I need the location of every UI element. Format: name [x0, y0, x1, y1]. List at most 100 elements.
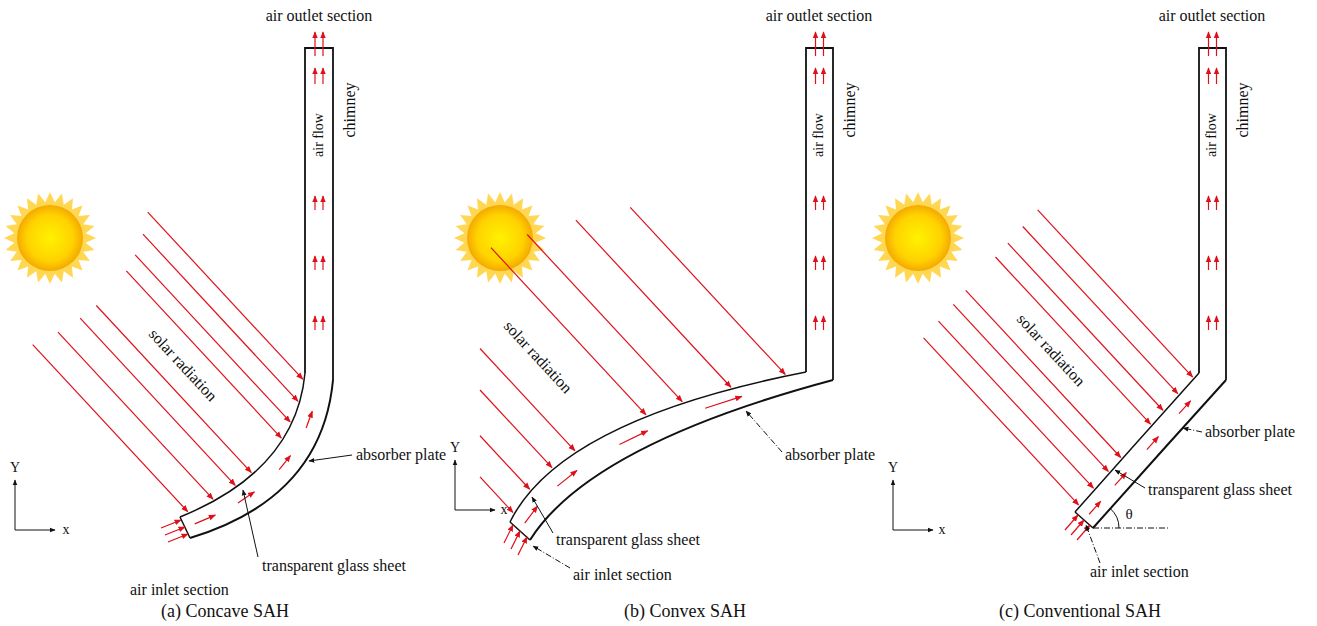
inlet-air-arrow — [165, 527, 185, 535]
solar-ray — [953, 304, 1108, 471]
air-flow-arrow — [1208, 196, 1209, 210]
air-flow-arrow — [823, 316, 824, 330]
air-flow-arrow — [1208, 68, 1209, 84]
air-flow-arrow — [1147, 437, 1159, 450]
sun — [885, 205, 951, 271]
inlet-air-arrow — [504, 525, 513, 543]
chimney-wall — [806, 48, 833, 380]
solar-ray — [480, 477, 513, 513]
solar-ray — [630, 207, 785, 374]
sun-rays-halo — [454, 192, 546, 284]
air-flow-arrow — [314, 316, 315, 330]
part-label: transparent glass sheet — [262, 557, 406, 575]
sun — [17, 205, 83, 271]
leader-line — [746, 411, 782, 452]
axis-y — [455, 460, 456, 510]
solar-ray — [480, 390, 552, 468]
inlet-label: air inlet section — [573, 566, 672, 584]
air-flow-arrow — [1216, 68, 1217, 84]
leader-line — [1086, 525, 1100, 563]
horizontal-reference — [1093, 528, 1168, 529]
glass-sheet — [510, 372, 806, 522]
air-flow-arrow — [322, 256, 323, 270]
axis-label: x — [939, 522, 946, 537]
inlet-air-arrow — [168, 534, 188, 542]
outlet-label: air outlet section — [766, 7, 873, 25]
leader-line — [243, 490, 258, 557]
leader-line — [1115, 470, 1145, 488]
flow-label: air flow — [311, 113, 326, 157]
solar-ray — [938, 321, 1093, 488]
air-flow-arrow — [1216, 316, 1217, 330]
solar-ray — [1023, 227, 1178, 394]
chimney-wall — [305, 48, 333, 380]
air-flow-arrow — [314, 256, 315, 270]
inlet-air-arrow — [518, 537, 527, 555]
air-flow-arrow — [705, 396, 742, 408]
air-flow-arrow — [557, 471, 577, 487]
chimney-label: chimney — [1234, 82, 1252, 137]
sah-panel — [454, 32, 833, 568]
air-flow-arrow — [322, 196, 323, 210]
part-label: absorber plate — [785, 446, 875, 464]
solar-ray — [995, 257, 1150, 424]
axis-label: Y — [888, 460, 898, 475]
air-flow-arrow — [322, 316, 323, 330]
solar-ray — [480, 436, 530, 490]
air-flow-arrow — [1216, 196, 1217, 210]
leader-line — [533, 546, 570, 568]
air-flow-arrow — [823, 68, 824, 84]
axis-label: Y — [450, 440, 460, 455]
sun-rays-halo — [4, 192, 96, 284]
solar-ray — [576, 220, 731, 387]
axis-label: x — [63, 522, 70, 537]
sun-rays-halo — [872, 192, 964, 284]
outlet-label: air outlet section — [1159, 7, 1266, 25]
air-flow-arrow — [619, 431, 647, 445]
axis-x — [455, 510, 495, 511]
air-flow-arrow — [195, 515, 216, 524]
air-flow-arrow — [1208, 256, 1209, 270]
air-flow-arrow — [815, 196, 816, 210]
flow-label: air flow — [811, 113, 826, 157]
solar-ray — [491, 248, 646, 415]
chimney-wall — [1199, 48, 1226, 380]
air-flow-arrow — [322, 68, 323, 84]
air-flow-arrow — [1208, 32, 1209, 56]
air-flow-arrow — [823, 196, 824, 210]
air-flow-arrow — [306, 411, 312, 428]
air-flow-arrow — [314, 196, 315, 210]
panel-caption: (c) Conventional SAH — [999, 602, 1161, 622]
part-label: absorber plate — [1205, 423, 1295, 441]
panel-caption: (b) Convex SAH — [624, 602, 746, 622]
air-flow-arrow — [1115, 473, 1127, 486]
air-flow-arrow — [238, 492, 254, 503]
air-flow-arrow — [279, 456, 290, 470]
inlet-air-arrow — [161, 520, 181, 528]
part-label: transparent glass sheet — [1148, 481, 1292, 499]
air-flow-arrow — [314, 68, 315, 84]
solar-ray — [80, 318, 235, 485]
air-flow-arrow — [823, 32, 824, 56]
leader-line — [1183, 428, 1202, 432]
sun — [467, 205, 533, 271]
axis-x — [893, 530, 933, 531]
air-flow-arrow — [314, 32, 315, 56]
solar-ray — [143, 234, 298, 401]
absorber-plate — [1093, 380, 1226, 528]
inlet-air-arrow — [1071, 520, 1084, 535]
air-flow-arrow — [322, 32, 323, 56]
axis-label: Y — [10, 460, 20, 475]
air-flow-arrow — [815, 32, 816, 56]
air-flow-arrow — [815, 68, 816, 84]
air-flow-arrow — [815, 316, 816, 330]
solar-ray — [96, 305, 251, 472]
part-label: transparent glass sheet — [556, 531, 700, 549]
chimney-label: chimney — [341, 82, 359, 137]
axis-y — [15, 480, 16, 530]
air-flow-arrow — [1208, 316, 1209, 330]
angle-arc — [1110, 509, 1119, 529]
solar-ray — [1008, 243, 1163, 410]
